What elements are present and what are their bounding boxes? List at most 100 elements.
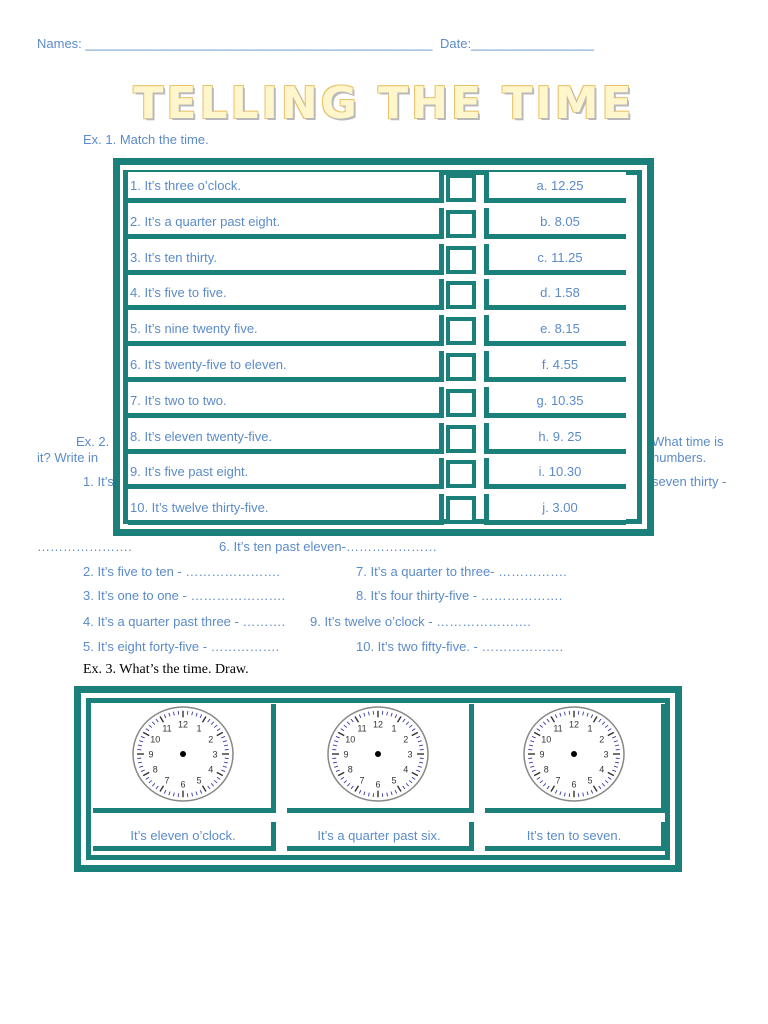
clock-tick: [550, 716, 556, 723]
answer-box[interactable]: [446, 425, 476, 453]
time-option: b. 8.05: [540, 214, 580, 229]
clock-tick: [367, 711, 370, 716]
clock-number: 11: [553, 724, 562, 734]
clock-tick: [168, 791, 171, 796]
clock-tick: [542, 783, 547, 787]
answer-box[interactable]: [446, 389, 476, 417]
draw-box: [74, 686, 682, 872]
answer-box[interactable]: [446, 281, 476, 309]
time-option: e. 8.15: [540, 321, 580, 336]
clock-tick: [332, 744, 338, 747]
clock-tick: [216, 771, 224, 777]
caption-cell: [287, 822, 474, 851]
clock-tick: [159, 785, 165, 792]
clock-tick: [612, 735, 617, 739]
clock-number: 1: [587, 724, 592, 734]
clock-tick: [601, 783, 606, 787]
answer-box[interactable]: [446, 174, 476, 202]
clock-tick: [358, 714, 362, 719]
clock-tick: [191, 792, 194, 797]
clock-tick: [168, 712, 171, 717]
left-cell: [128, 494, 444, 525]
clock-tick: [528, 744, 534, 747]
right-cell: [484, 387, 626, 418]
answer-box[interactable]: [446, 460, 476, 488]
clock-number: 10: [541, 735, 551, 745]
clock-tick: [163, 714, 167, 719]
clock-tick: [613, 740, 618, 743]
clock-number: 9: [148, 750, 153, 760]
clock-tick: [559, 712, 562, 717]
clock-tick: [590, 714, 594, 719]
match-sentence: 9. It’s five past eight.: [130, 464, 249, 479]
clock-tick: [533, 731, 541, 737]
clock-tick: [405, 721, 410, 725]
clock-tick: [408, 780, 413, 784]
left-cell: [128, 208, 444, 239]
clock-tick: [335, 735, 340, 739]
ex3-heading: Ex. 3. What’s the time. Draw.: [83, 662, 249, 677]
clock-tick: [221, 735, 226, 739]
match-sentence: 4. It’s five to five.: [130, 285, 227, 300]
clock-tick: [145, 728, 150, 732]
clock-tick: [531, 735, 536, 739]
clock-tick: [191, 711, 194, 716]
clock-tick: [213, 724, 218, 728]
right-cell: [484, 315, 626, 346]
clock-tick: [582, 792, 585, 797]
ex2-item-5: 5. It’s eight forty-five - …………….: [83, 639, 280, 654]
clock-caption: It’s a quarter past six.: [317, 828, 441, 843]
clock-number: 3: [603, 750, 608, 760]
clock-tick: [607, 731, 615, 737]
clock-number: 6: [180, 780, 185, 790]
right-cell: [484, 494, 626, 525]
clock-tick: [546, 785, 550, 790]
answer-box[interactable]: [446, 246, 476, 274]
clock-tick: [405, 783, 410, 787]
ex2-item-1-end: seven thirty -: [652, 474, 727, 489]
caption-cell: [485, 822, 666, 851]
clock-tick: [340, 776, 345, 780]
clock-tick: [223, 761, 229, 764]
clock-tick: [531, 769, 536, 773]
clock-tick: [155, 718, 159, 723]
clock-tick: [394, 789, 398, 794]
clock-number: 12: [569, 720, 579, 730]
ex2-item-3: 3. It’s one to one - ………………….: [83, 588, 286, 603]
clock-tick: [411, 728, 416, 732]
answer-box[interactable]: [446, 317, 476, 345]
clock-tick: [199, 789, 203, 794]
clock-tick: [216, 731, 224, 737]
clock-tick: [337, 771, 345, 777]
time-option: a. 12.25: [536, 178, 584, 193]
clock-center: [571, 751, 577, 757]
clock-tick: [195, 791, 198, 796]
ex1-heading: Ex. 1. Match the time.: [83, 132, 209, 147]
clock-tick: [140, 769, 145, 773]
left-cell: [128, 244, 444, 275]
clock-tick: [394, 714, 398, 719]
clock-number: 2: [599, 735, 604, 745]
clock-tick: [539, 780, 544, 784]
clock-tick: [216, 776, 221, 780]
clock-tick: [201, 716, 207, 723]
clock-caption: It’s ten to seven.: [526, 828, 622, 843]
clock-tick: [533, 771, 541, 777]
left-cell: [128, 458, 444, 489]
clock-tick: [148, 724, 153, 728]
match-sentence: 1. It’s three o’clock.: [130, 178, 242, 193]
answer-box[interactable]: [446, 496, 476, 524]
clock-tick: [582, 711, 585, 716]
clock-tick: [554, 714, 558, 719]
clock-tick: [418, 744, 424, 747]
answer-box[interactable]: [446, 210, 476, 238]
clock-number: 7: [164, 775, 169, 785]
answer-box[interactable]: [446, 353, 476, 381]
right-cell: [484, 279, 626, 310]
left-cell: [128, 351, 444, 382]
clock-tick: [607, 776, 612, 780]
ex2-item-4: 4. It’s a quarter past three - ……….: [83, 614, 286, 629]
